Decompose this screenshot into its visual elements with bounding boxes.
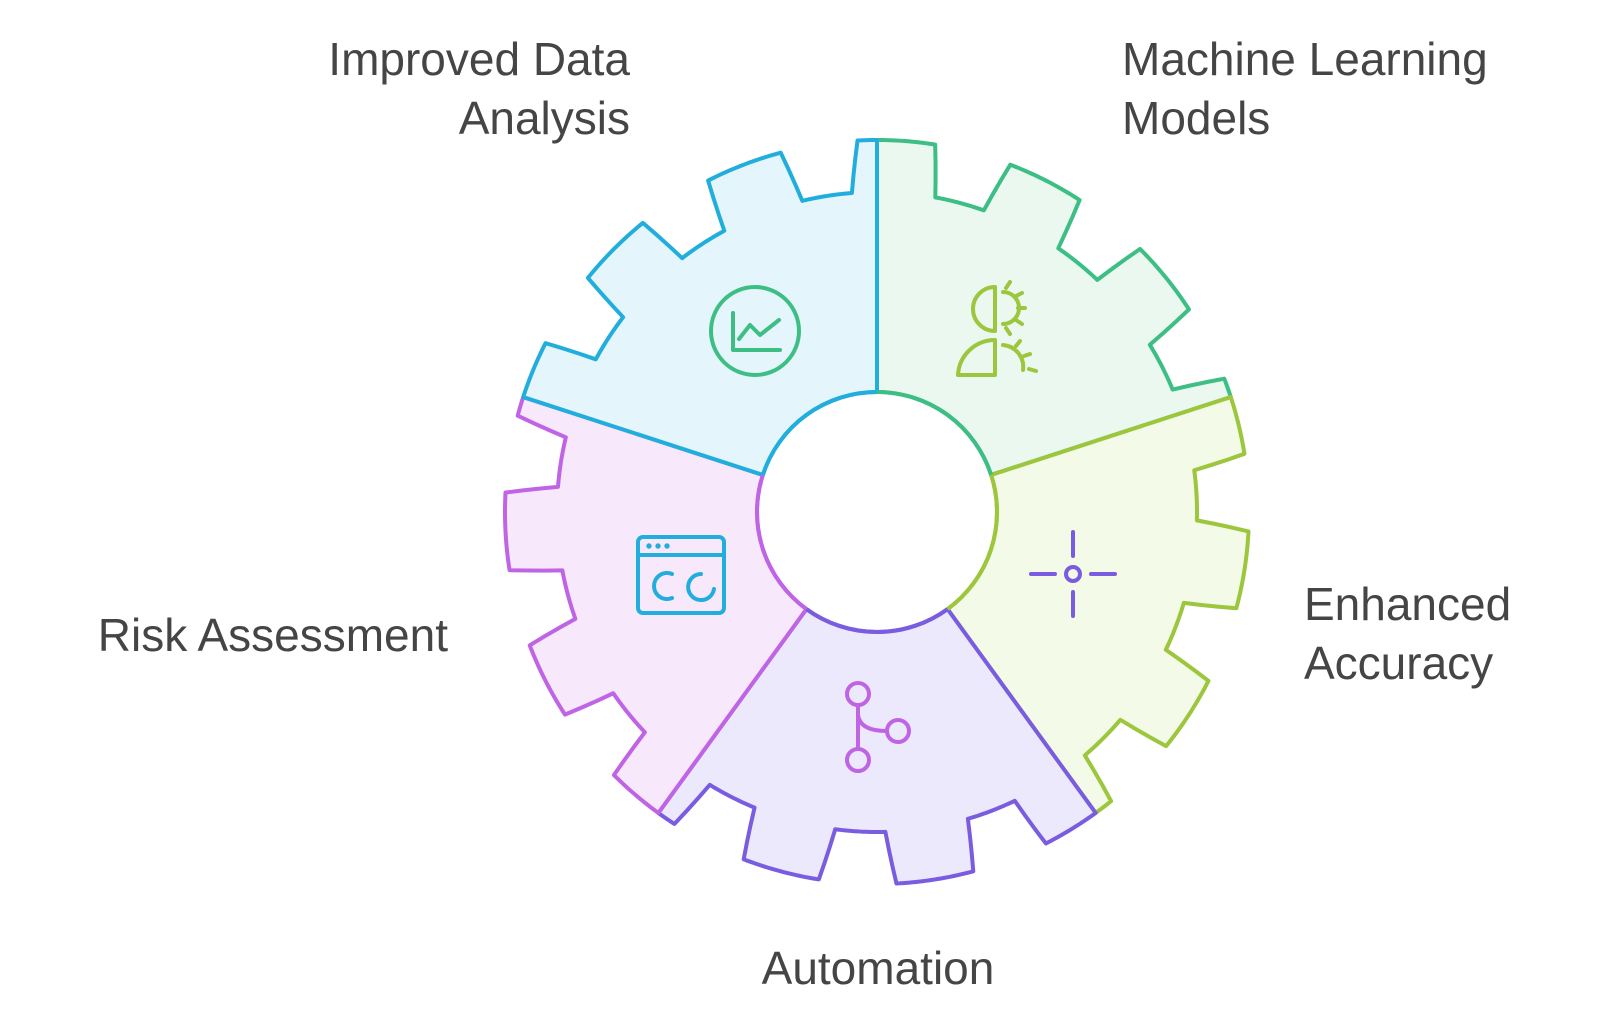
- crosshair-icon: [1029, 530, 1117, 618]
- label-automation: Automation: [761, 942, 995, 994]
- hub-arc-machine-learning-models: [946, 474, 999, 611]
- dashboard-window-icon: [636, 535, 726, 615]
- workflow-branch-icon: [845, 681, 911, 773]
- hub-arc-automation: [755, 474, 808, 611]
- hub-arc-enhanced-accuracy: [805, 607, 949, 634]
- label-improved-data-analysis: Improved Data Analysis: [328, 33, 630, 144]
- gear-segment-enhanced-accuracy: [656, 607, 1098, 886]
- line-chart-icon: [709, 285, 801, 377]
- gear-segment-risk-assessment: [521, 138, 879, 477]
- brain-gear-icon: [956, 280, 1038, 377]
- hub-arc-risk-assessment: [760, 390, 878, 476]
- label-enhanced-accuracy: Enhanced Accuracy: [1304, 578, 1512, 689]
- label-machine-learning-models: Machine Learning Models: [1122, 33, 1488, 144]
- gear-segment-machine-learning-models: [945, 395, 1251, 815]
- hub-arc-improved-data-analysis: [876, 390, 994, 476]
- gear-hub: [757, 392, 997, 632]
- gear-segment-automation: [503, 395, 809, 815]
- label-risk-assessment: Risk Assessment: [97, 609, 448, 661]
- gear-segment-improved-data-analysis: [875, 138, 1233, 477]
